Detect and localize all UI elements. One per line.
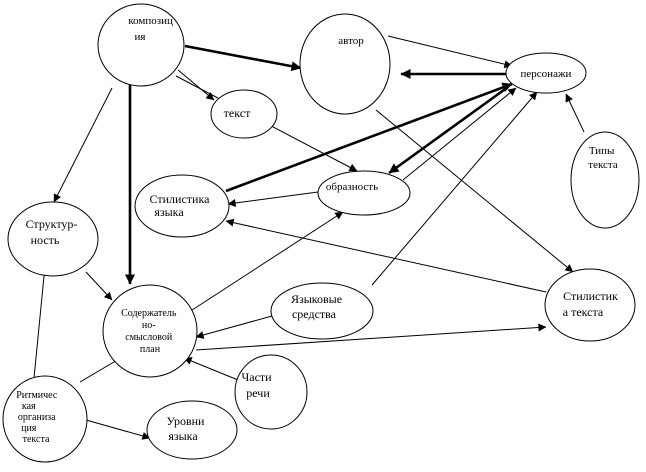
edge-stilistika-teksta-stilistika-yazyka xyxy=(225,218,547,293)
edges xyxy=(33,35,585,440)
node-strukturnost: Структур- ность xyxy=(7,201,99,277)
node-obraznost-text: образность xyxy=(326,181,378,193)
edge-strukturnost-plan xyxy=(85,271,113,301)
node-ritmicheskaya-organizatsiya: Ритмичес кая организа ция текста xyxy=(2,375,88,463)
node-obraznost: образность xyxy=(317,170,411,216)
edge-plan-stilistika-teksta xyxy=(195,323,547,351)
node-stilistika-teksta: Стилистик а текста xyxy=(544,268,636,342)
edge-kompozitsiya-strukturnost xyxy=(53,87,113,203)
edge-obraznost-stilistika-yazyka xyxy=(227,191,319,207)
node-stilistika-teksta-text: Стилистик а текста xyxy=(563,289,621,319)
edge-plan-obraznost xyxy=(185,211,344,315)
edge-yazykovye-personazhi xyxy=(371,91,538,286)
edge-chasti-plan xyxy=(183,357,239,381)
edge-ritm-strukturnost xyxy=(33,265,49,379)
node-yazykovye-sredstva: Языковые средства xyxy=(270,282,374,340)
node-tipy-teksta: Типы текста xyxy=(570,131,640,229)
edge-ritm-urovni xyxy=(85,419,151,440)
edge-avtor-stilistika-teksta xyxy=(375,109,574,273)
node-tekst-text: текст xyxy=(224,106,251,120)
node-tipy-teksta-text: Типы текста xyxy=(588,145,618,171)
edge-avtor-personazhi xyxy=(387,35,513,69)
node-stilistika-yazyka-text: Стилистика языка xyxy=(150,192,213,219)
node-personazhi-text: персонажи xyxy=(521,68,572,80)
node-personazhi: персонажи xyxy=(505,52,587,94)
node-strukturnost-text: Структур- ность xyxy=(26,217,81,247)
node-ritmicheskaya-organizatsiya-text: Ритмичес кая организа ция текста xyxy=(16,390,60,445)
node-urovni-yazyka-text: Уровни языка xyxy=(167,414,208,443)
node-kompozitsiya: композиц ия xyxy=(97,3,185,87)
edge-kompozitsiya-tekst xyxy=(177,69,215,101)
edge-stilistika-yazyka-personazhi xyxy=(225,82,513,193)
node-avtor-text: автор xyxy=(338,35,364,47)
node-soderzhatelno-smyslovoy-plan-text: Содержатель но- смысловой план xyxy=(121,308,179,355)
node-soderzhatelno-smyslovoy-plan: Содержатель но- смысловой план xyxy=(102,284,198,378)
edge-tipy-personazhi xyxy=(565,93,585,133)
node-tekst: текст xyxy=(210,89,278,139)
edge-obraznost-personazhi xyxy=(402,87,517,181)
node-avtor: автор xyxy=(299,13,391,115)
node-urovni-yazyka: Уровни языка xyxy=(146,400,238,460)
edge-yazykovye-plan xyxy=(195,315,273,339)
edge-kompozitsiya-avtor xyxy=(184,44,302,72)
node-yazykovye-sredstva-text: Языковые средства xyxy=(291,292,345,321)
node-chasti-rechi: Части речи xyxy=(234,354,308,430)
node-chasti-rechi-text: Части речи xyxy=(241,370,274,400)
node-stilistika-yazyka: Стилистика языка xyxy=(134,174,230,238)
edge-personazhi-obraznost xyxy=(388,85,509,175)
node-kompozitsiya-text: композиц ия xyxy=(128,15,175,43)
